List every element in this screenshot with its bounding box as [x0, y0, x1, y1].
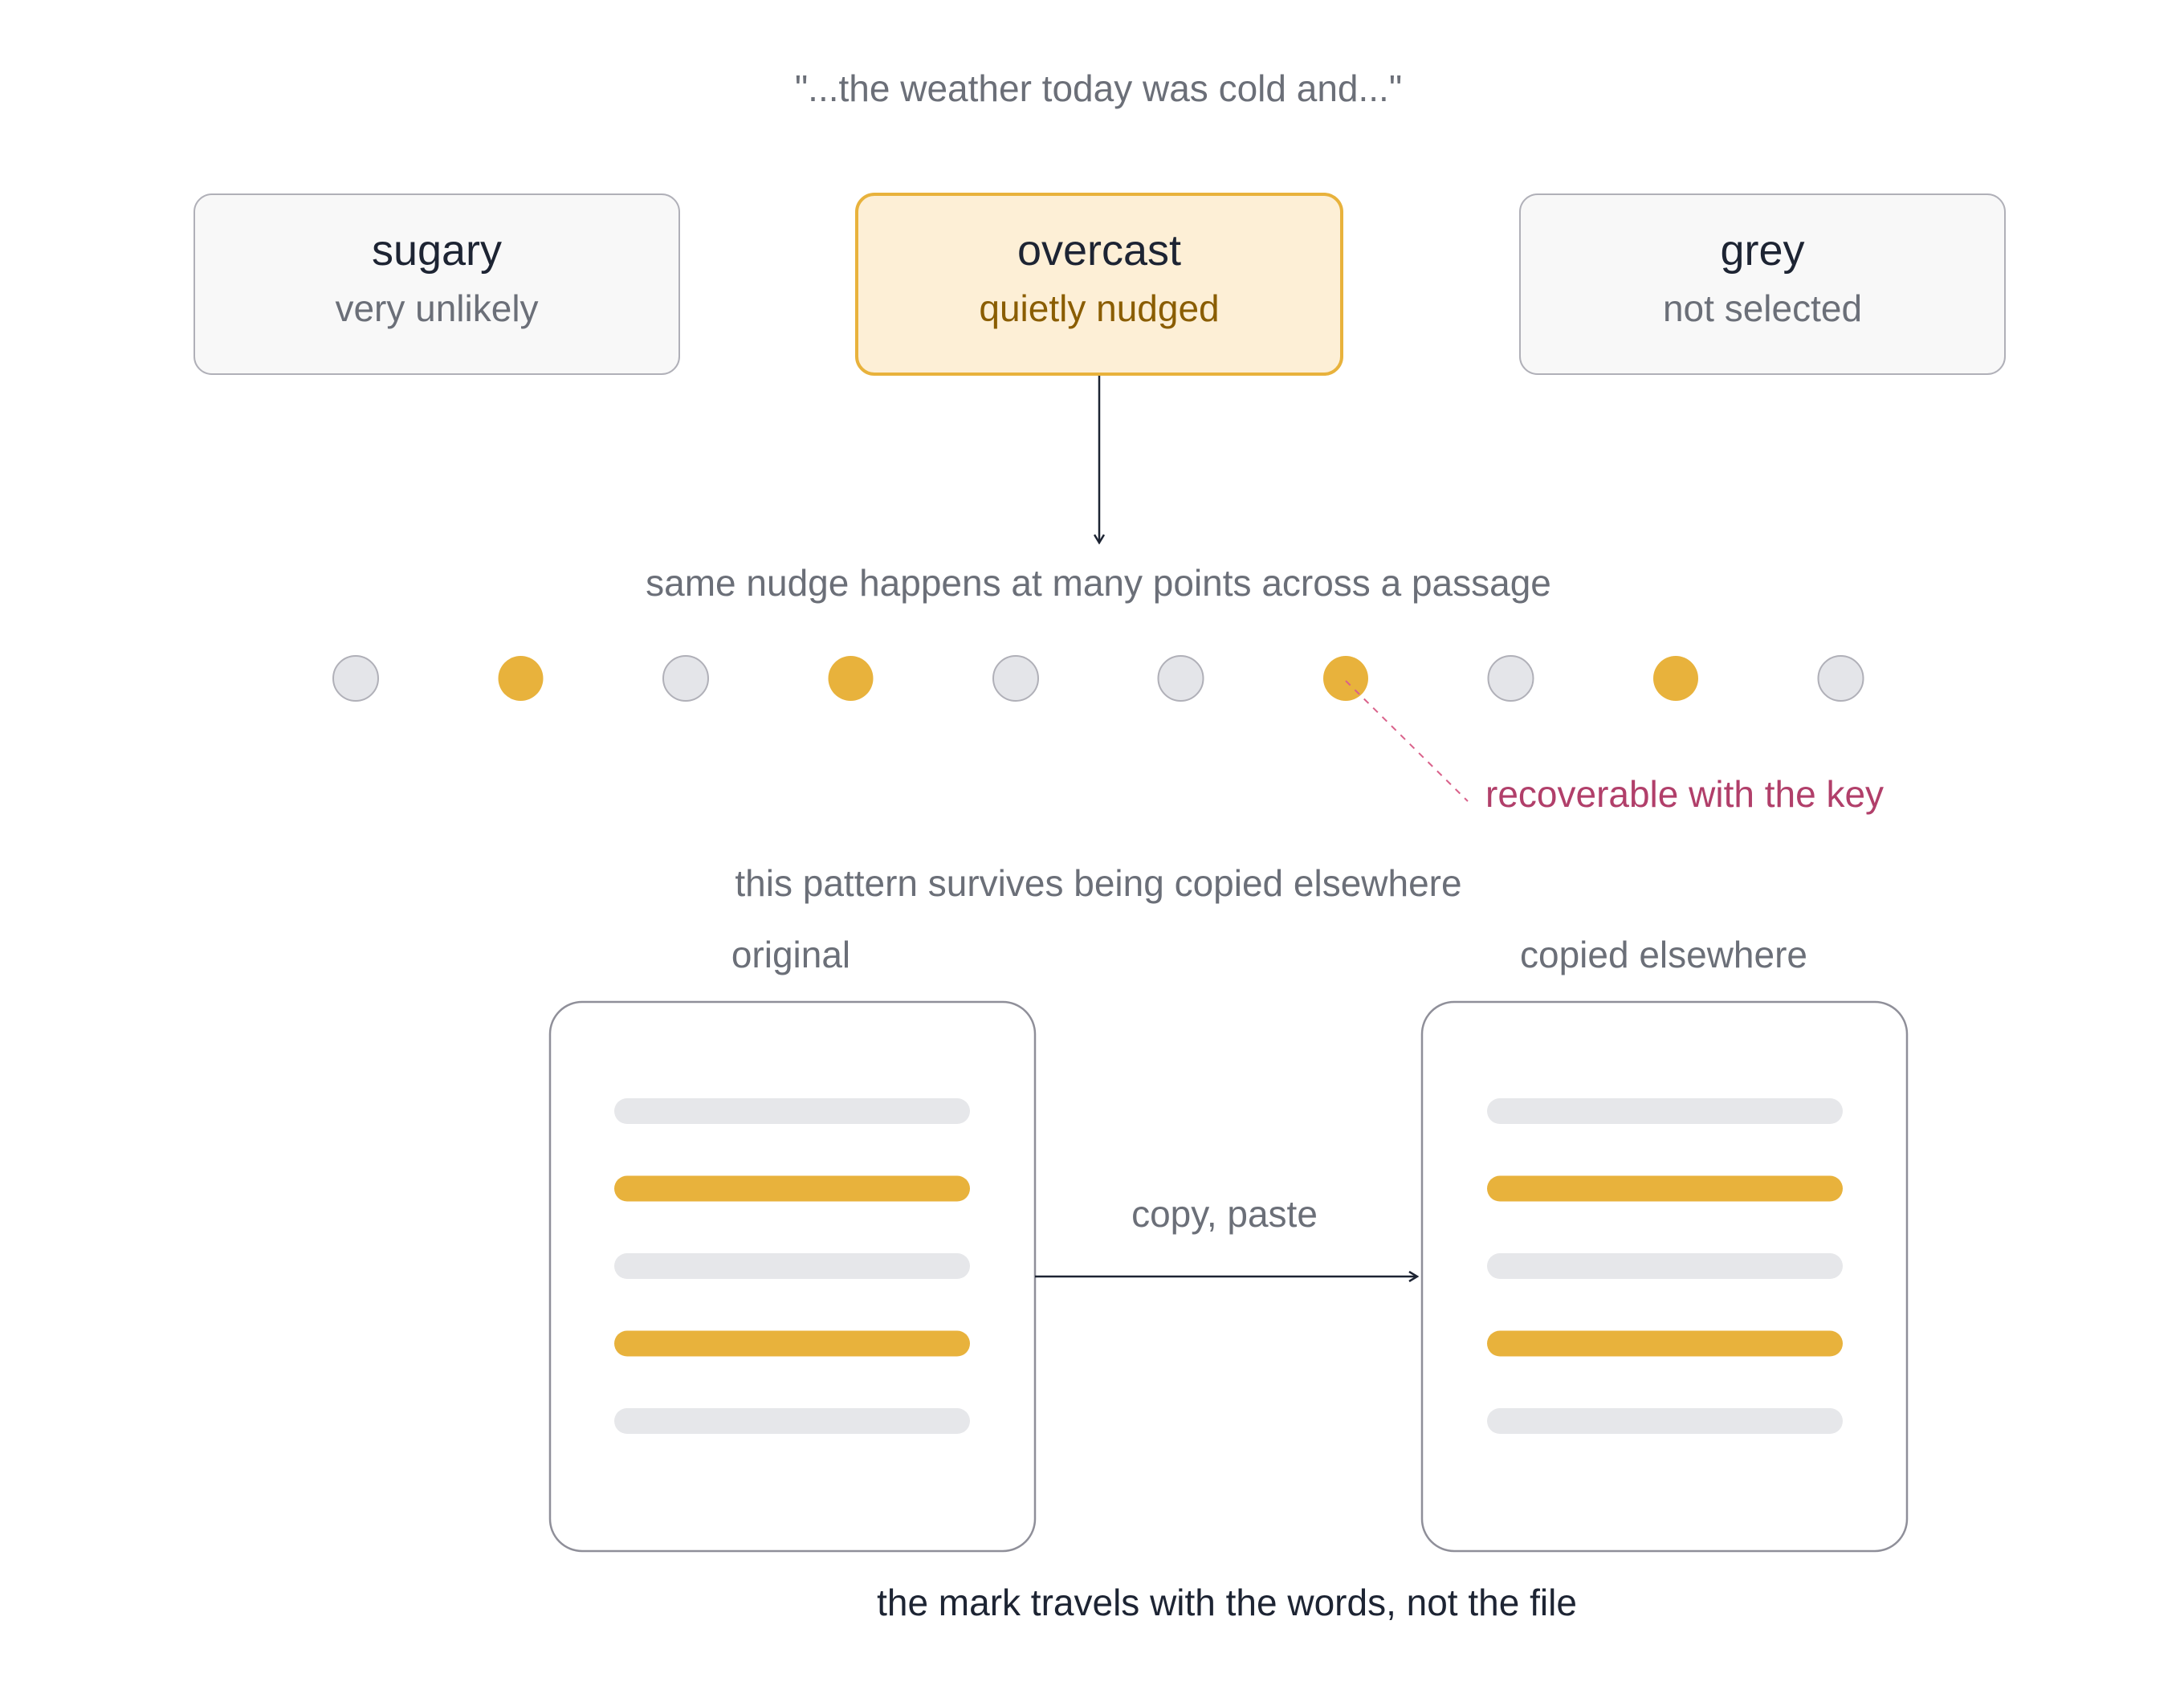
prompt-text: "...the weather today was cold and..." [795, 67, 1402, 109]
text-line [614, 1253, 970, 1279]
token-dot [1817, 655, 1864, 702]
candidate-word: sugary [372, 226, 502, 275]
text-line [1487, 1408, 1843, 1434]
transfer-label: copy, paste [1131, 1193, 1318, 1235]
text-line [1487, 1098, 1843, 1124]
token-dot [332, 655, 379, 702]
text-line-marked [614, 1330, 970, 1357]
token-dot-nudged [828, 656, 874, 701]
candidate-box [1519, 193, 2006, 375]
text-line [614, 1408, 970, 1434]
text-line-marked [1487, 1330, 1843, 1357]
candidate-status: very unlikely [335, 287, 538, 329]
candidate-box [194, 193, 680, 375]
sequence-label: same nudge happens at many points across… [646, 562, 1551, 604]
candidate-card-sugary: sugary very unlikely [194, 193, 680, 375]
survive-label: this pattern survives being copied elsew… [735, 862, 1461, 904]
document-lines-copy [1487, 1098, 1843, 1434]
candidate-card-overcast: overcast quietly nudged [855, 193, 1343, 376]
candidate-word: overcast [1017, 226, 1181, 275]
token-dot-nudged [1323, 656, 1368, 701]
token-dot [1487, 655, 1534, 702]
key-note: recoverable with the key [1485, 773, 1884, 815]
key-leader-line [1345, 680, 1469, 802]
token-dot [1157, 655, 1204, 702]
document-label-copy: copied elsewhere [1520, 934, 1807, 975]
token-dot-nudged [498, 656, 544, 701]
token-sequence [332, 655, 1864, 702]
token-dot-nudged [1653, 656, 1698, 701]
candidate-box [855, 193, 1343, 376]
candidate-status: not selected [1663, 287, 1862, 329]
token-dot [662, 655, 709, 702]
text-line-marked [614, 1175, 970, 1202]
text-line [1487, 1253, 1843, 1279]
text-line-marked [1487, 1175, 1843, 1202]
text-line [614, 1098, 970, 1124]
candidate-status: quietly nudged [979, 287, 1219, 329]
candidate-word: grey [1720, 226, 1804, 275]
document-lines-original [614, 1098, 970, 1434]
candidate-card-grey: grey not selected [1519, 193, 2006, 375]
token-dot [992, 655, 1039, 702]
document-label-original: original [731, 934, 850, 975]
footer-caption: the mark travels with the words, not the… [877, 1582, 1577, 1623]
